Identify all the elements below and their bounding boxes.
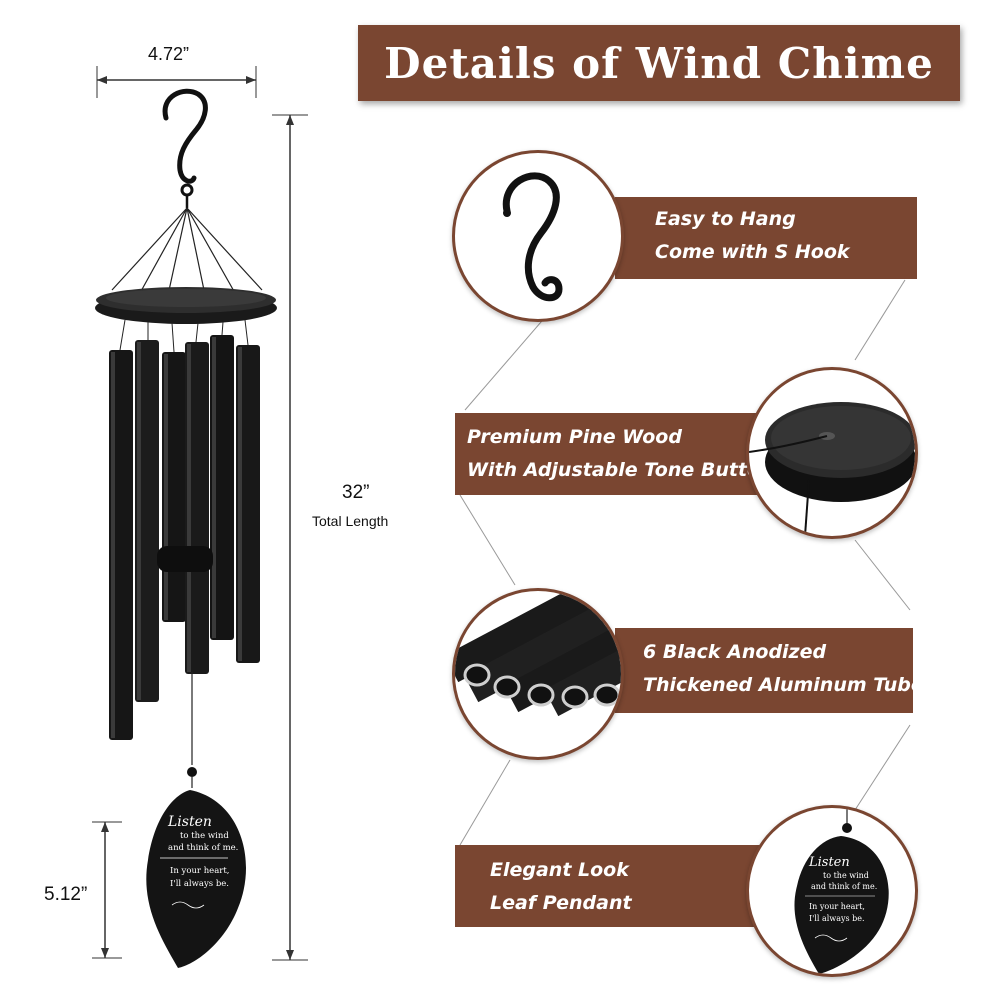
- connector-lines: [459, 279, 911, 846]
- wood-disc-icon: [749, 402, 915, 536]
- s-hook-icon: [502, 172, 563, 302]
- pendant-line-2: and think of me.: [168, 843, 238, 853]
- feature-wood-line-1: Premium Pine Wood: [467, 426, 682, 448]
- pendant-line-4: I'll always be.: [170, 879, 229, 889]
- pendant-line-1: to the wind: [180, 831, 229, 841]
- pendant-script-word: Listen: [167, 814, 212, 830]
- feature-tubes-line-1: 6 Black Anodized: [643, 641, 827, 663]
- feature-circle-leaf: Listen to the wind and think of me. In y…: [746, 805, 918, 977]
- feature-leaf-line-1: Elegant Look: [490, 859, 629, 881]
- feature-wood-line-2: With Adjustable Tone Button: [467, 459, 774, 481]
- total-length-value: 32”: [342, 482, 370, 503]
- title-banner: Details of Wind Chime: [358, 25, 960, 101]
- feature-band-hook: Easy to Hang Come with S Hook: [615, 197, 917, 279]
- leaf-line-4: I'll always be.: [809, 914, 865, 923]
- leaf-line-2: and think of me.: [811, 882, 877, 891]
- leaf-pendant-icon: Listen to the wind and think of me. In y…: [794, 808, 889, 974]
- feature-band-tubes: 6 Black Anodized Thickened Aluminum Tube…: [615, 628, 936, 713]
- feature-circle-hook: [452, 150, 624, 322]
- leaf-pendant: [146, 790, 247, 968]
- feature-circle-tubes: [452, 588, 624, 760]
- feature-leaf-line-2: Leaf Pendant: [490, 892, 632, 914]
- leaf-script-word: Listen: [808, 855, 850, 870]
- wind-chime-illustration: Listen to the wind and think of me. In y…: [92, 66, 308, 968]
- page-title: Details of Wind Chime: [384, 38, 934, 88]
- leaf-line-3: In your heart,: [809, 902, 865, 911]
- feature-band-leaf: Elegant Look Leaf Pendant: [455, 845, 770, 927]
- pendant-length-label: 5.12”: [44, 884, 88, 905]
- tubes-icon: [455, 591, 621, 717]
- feature-hook-line-2: Come with S Hook: [655, 241, 850, 263]
- total-length-label: Total Length: [312, 513, 389, 529]
- width-label: 4.72”: [148, 44, 190, 64]
- striker: [157, 546, 213, 572]
- feature-tubes-line-2: Thickened Aluminum Tubes: [643, 674, 936, 696]
- feature-circle-wood: [746, 367, 918, 539]
- tubes: [109, 335, 260, 740]
- feature-band-wood: Premium Pine Wood With Adjustable Tone B…: [455, 413, 774, 495]
- s-hook-icon: [162, 88, 208, 184]
- pendant-line-3: In your heart,: [170, 866, 229, 876]
- leaf-line-1: to the wind: [823, 871, 869, 880]
- feature-hook-line-1: Easy to Hang: [655, 208, 796, 230]
